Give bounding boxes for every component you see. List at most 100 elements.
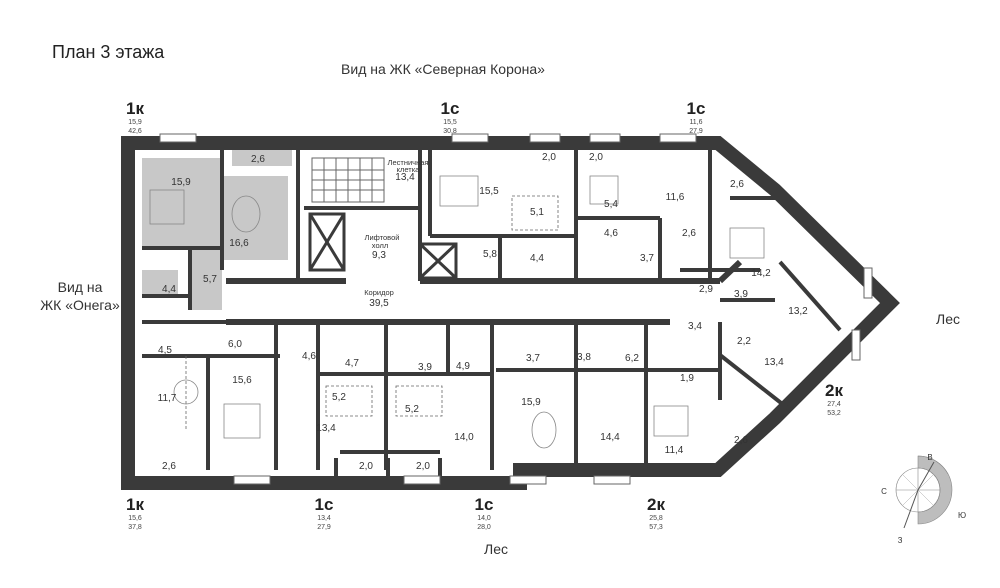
apartment-label[interactable]: 1с 11,6 27,9 xyxy=(674,100,718,136)
room-area: 14,0 xyxy=(454,432,474,443)
apartment-label[interactable]: 1с 13,4 27,9 xyxy=(302,496,346,532)
apartment-label[interactable]: 1с 14,0 28,0 xyxy=(462,496,506,532)
apartment-label[interactable]: 1к 15,9 42,6 xyxy=(113,100,157,136)
view-west-line1: Вид на xyxy=(57,279,103,295)
compass-north: С xyxy=(881,487,887,496)
room-area: 11,4 xyxy=(665,445,684,456)
apartment-total-area: 37,8 xyxy=(128,524,142,531)
room-name: Лифтовой xyxy=(365,233,400,242)
apartment-type: 2к xyxy=(647,495,665,514)
apartment-living-area: 15,6 xyxy=(128,515,142,522)
room-labels: 2,6 15,9 16,6 5,7 4,4 Лестничная клетка … xyxy=(158,152,809,472)
room-area: 5,4 xyxy=(604,199,618,210)
room-area: 13,2 xyxy=(788,306,808,317)
apartment-type: 2к xyxy=(825,381,843,400)
page-title: План 3 этажа xyxy=(52,42,165,62)
apartment-living-area: 14,0 xyxy=(477,515,491,522)
room-area: 13,4 xyxy=(395,172,415,183)
room-name: клетка xyxy=(397,165,421,174)
apartment-type: 1с xyxy=(440,99,460,118)
apartment-living-area: 15,5 xyxy=(443,119,457,126)
room-area: 2,0 xyxy=(416,461,430,472)
room-name: холл xyxy=(372,241,388,250)
interior-walls xyxy=(142,150,842,480)
room-area: 13,4 xyxy=(316,423,336,434)
apartment-total-area: 27,9 xyxy=(317,524,331,531)
apartment-living-area: 25,8 xyxy=(649,515,663,522)
apartment-label[interactable]: 1с 15,5 30,8 xyxy=(428,100,472,136)
apartment-total-area: 30,8 xyxy=(443,128,457,135)
view-south-label: Лес xyxy=(484,541,508,557)
room-area: 16,6 xyxy=(229,238,249,249)
apartment-living-area: 11,6 xyxy=(689,119,703,126)
room-area: 15,6 xyxy=(232,375,252,386)
apartment-type: 1к xyxy=(126,495,144,514)
room-area: 11,7 xyxy=(158,393,177,404)
compass-icon: С В Ю З xyxy=(881,453,966,545)
room-area: 2,9 xyxy=(699,284,713,295)
dashed-zones xyxy=(185,195,559,430)
room-area: 9,3 xyxy=(372,250,386,261)
room-area: 5,2 xyxy=(332,392,346,403)
room-name: Коридор xyxy=(364,288,394,297)
room-area: 15,5 xyxy=(479,186,499,197)
room-area: 4,6 xyxy=(302,351,316,362)
windows xyxy=(159,133,873,485)
room-area: 2,6 xyxy=(730,179,744,190)
room-name: Лестничная xyxy=(388,158,429,167)
apartment-label[interactable]: 2к 27,4 53,2 xyxy=(812,382,856,418)
room-area: 5,7 xyxy=(203,274,217,285)
room-area: 2,0 xyxy=(542,152,556,163)
apartment-type: 1к xyxy=(126,99,144,118)
room-area: 3,7 xyxy=(640,253,654,264)
room-area: 39,5 xyxy=(369,298,389,309)
room-area: 6,0 xyxy=(228,339,242,350)
apartment-living-area: 27,4 xyxy=(827,401,841,408)
apartment-type: 1с xyxy=(314,495,334,514)
outer-wall xyxy=(121,136,900,490)
view-east-label: Лес xyxy=(936,311,960,327)
view-west-line2: ЖК «Онега» xyxy=(40,297,120,313)
lift-shaft xyxy=(308,212,458,280)
apartment-total-area: 42,6 xyxy=(128,128,142,135)
compass-west: З xyxy=(898,536,903,545)
selected-apartment-highlight[interactable] xyxy=(142,148,292,310)
room-area: 2,6 xyxy=(734,435,748,446)
room-area: 4,5 xyxy=(158,345,172,356)
room-area: 5,1 xyxy=(530,207,544,218)
corridor-walls xyxy=(226,259,743,325)
room-area: 5,8 xyxy=(483,249,497,260)
room-area: 4,4 xyxy=(530,253,544,264)
room-area: 4,4 xyxy=(162,284,176,295)
room-area: 4,6 xyxy=(604,228,618,239)
room-area: 3,9 xyxy=(734,289,748,300)
room-area: 6,2 xyxy=(625,353,639,364)
apartment-total-area: 53,2 xyxy=(827,410,841,417)
room-area: 2,0 xyxy=(359,461,373,472)
apartment-type: 1с xyxy=(686,99,706,118)
room-area: 2,0 xyxy=(589,152,603,163)
room-area: 1,9 xyxy=(680,373,694,384)
room-area: 3,9 xyxy=(418,362,432,373)
room-area: 2,2 xyxy=(737,336,751,347)
room-area: 13,4 xyxy=(764,357,784,368)
view-north-label: Вид на ЖК «Северная Корона» xyxy=(341,61,545,77)
apartment-total-area: 28,0 xyxy=(477,524,491,531)
compass-south: Ю xyxy=(958,511,966,520)
apartment-living-area: 13,4 xyxy=(317,515,331,522)
room-area: 14,2 xyxy=(751,268,771,279)
room-area: 11,6 xyxy=(666,192,685,203)
room-area: 5,2 xyxy=(405,404,419,415)
compass-east: В xyxy=(927,453,932,462)
room-area: 4,9 xyxy=(456,361,470,372)
room-area: 4,7 xyxy=(345,358,359,369)
room-area: 2,6 xyxy=(251,154,265,165)
apartment-label[interactable]: 1к 15,6 37,8 xyxy=(113,496,157,532)
apartment-total-area: 57,3 xyxy=(649,524,663,531)
staircase xyxy=(311,157,385,203)
room-area: 3,8 xyxy=(577,352,591,363)
apartment-label[interactable]: 2к 25,8 57,3 xyxy=(634,496,678,532)
furniture xyxy=(149,175,765,449)
view-west-label: Вид на ЖК «Онега» xyxy=(30,278,130,314)
room-area: 2,6 xyxy=(682,228,696,239)
